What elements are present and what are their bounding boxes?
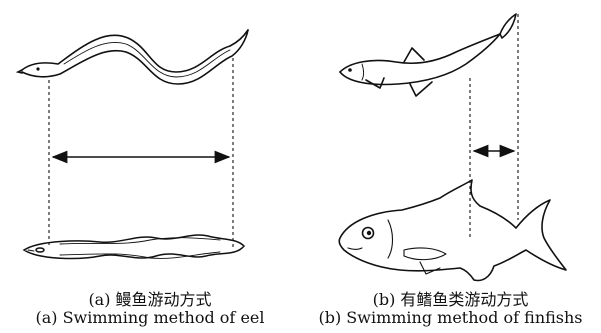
panel-a-diagram — [18, 30, 248, 258]
fish-bottom-icon — [339, 180, 566, 280]
panel-a-caption-en: (a) Swimming method of eel — [0, 308, 300, 327]
eel-top-icon — [18, 30, 248, 84]
eel-bottom-icon — [24, 235, 244, 258]
panel-b-diagram — [339, 14, 566, 280]
panel-b-caption-en: (b) Swimming method of finfishs — [300, 308, 601, 327]
fish-top-icon — [340, 14, 516, 96]
panel-a-caption-zh: (a) 鳗鱼游动方式 — [0, 286, 300, 310]
panel-b-caption-zh: (b) 有鳍鱼类游动方式 — [300, 286, 601, 310]
